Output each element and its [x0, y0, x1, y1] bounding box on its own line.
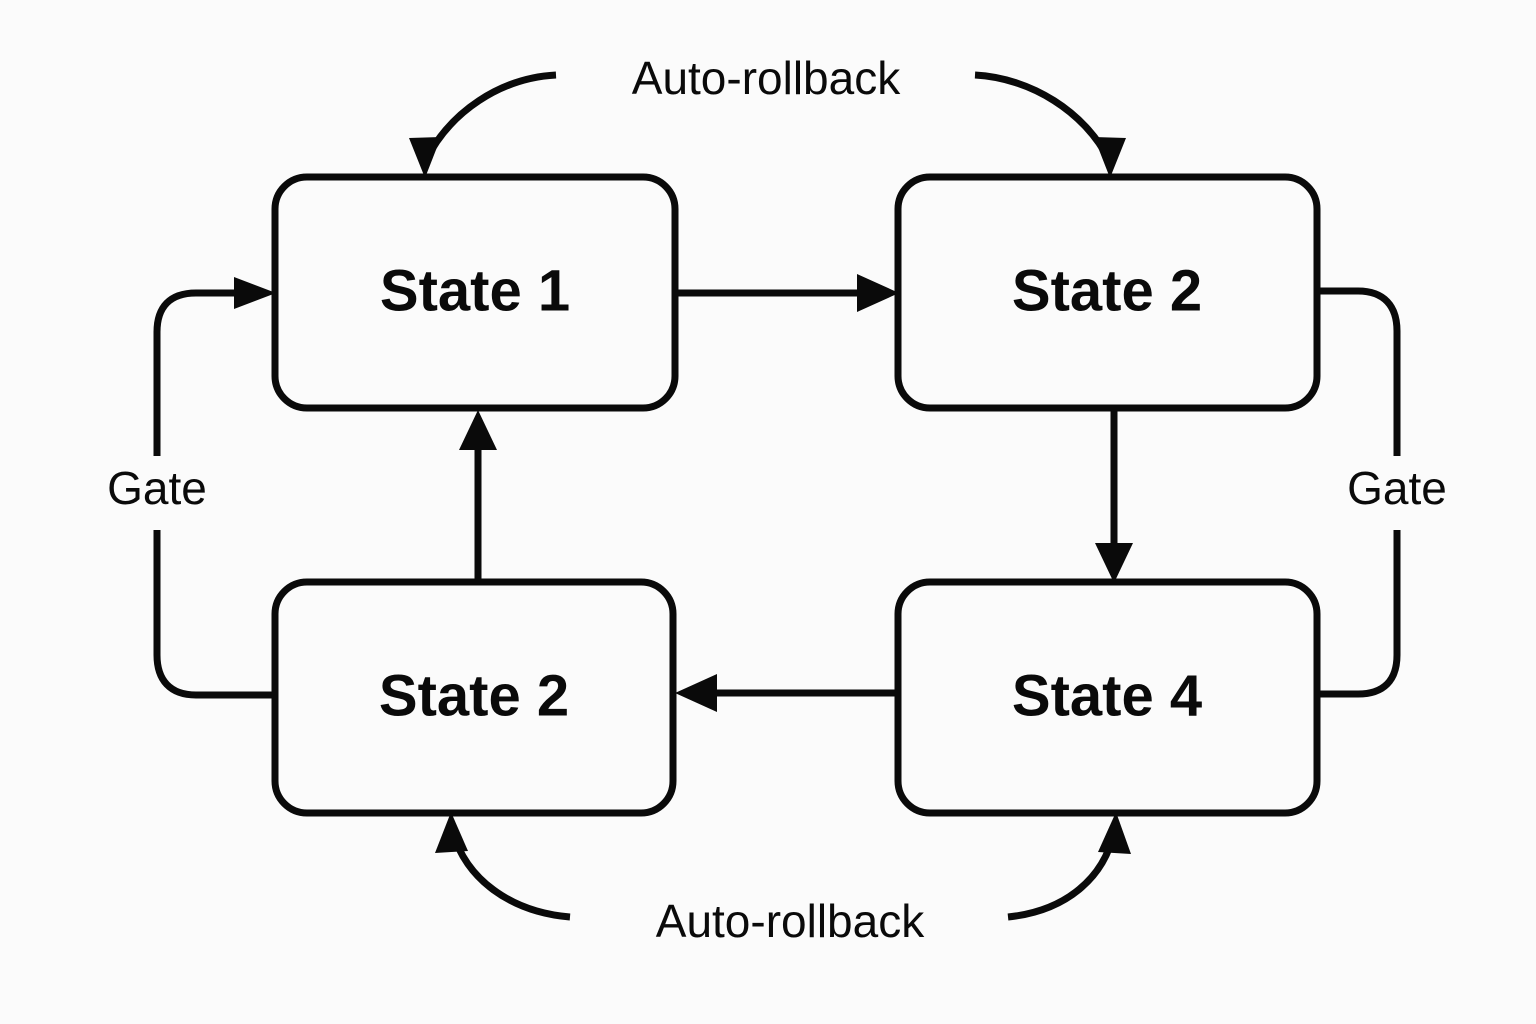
state2bottom-to-state1-arrowhead [459, 410, 497, 450]
auto-rollback-bottom-left-curve [449, 831, 571, 921]
edge-state4-to-state2bottom [675, 674, 898, 712]
state2-to-state4-arrowhead [1095, 543, 1133, 583]
auto-rollback-top-right-arrowhead [1094, 137, 1126, 178]
node-state-2-top[interactable]: State 2 [894, 173, 1321, 412]
gate-left-upper-path [153, 289, 240, 456]
gate-right-lower-path [1317, 530, 1401, 698]
node-state-4[interactable]: State 4 [894, 578, 1321, 817]
edge-state2-to-state4 [1095, 408, 1133, 583]
auto-rollback-top-left-arrowhead [409, 137, 441, 178]
gate-right-upper-path [1317, 287, 1401, 456]
state1-to-state2-arrowhead [857, 274, 899, 312]
auto-rollback-top-right-curve [974, 71, 1113, 162]
node-state-2-bottom[interactable]: State 2 [271, 578, 677, 817]
node-state-1-label: State 1 [380, 258, 570, 323]
edge-label-gate-left: Gate [107, 462, 207, 514]
node-state-1[interactable]: State 1 [271, 173, 679, 412]
node-state-2-top-box[interactable] [894, 173, 1321, 412]
edge-auto-rollback-top: Auto-rollback [409, 52, 1126, 178]
auto-rollback-top-left-curve [422, 71, 557, 162]
edge-auto-rollback-bottom: Auto-rollback [435, 812, 1131, 947]
node-state-4-label: State 4 [1012, 663, 1202, 728]
node-state-1-box[interactable] [271, 173, 679, 412]
node-state-2-top-label: State 2 [1012, 258, 1202, 323]
auto-rollback-bottom-right-curve [1007, 831, 1118, 921]
node-state-4-box[interactable] [894, 578, 1321, 817]
edge-gate-right: Gate [1317, 287, 1447, 698]
edge-state2bottom-to-state1 [459, 410, 497, 582]
auto-rollback-bottom-right-arrowhead [1098, 812, 1131, 854]
edge-gate-left: Gate [107, 277, 276, 699]
gate-left-arrowhead [234, 277, 276, 309]
gate-left-lower-path [153, 530, 275, 699]
edge-label-auto-rollback-bottom: Auto-rollback [656, 895, 925, 947]
edge-label-gate-right: Gate [1347, 462, 1447, 514]
edge-state1-to-state2 [675, 274, 899, 312]
edge-label-auto-rollback-top: Auto-rollback [632, 52, 901, 104]
node-state-2-bottom-box[interactable] [271, 578, 677, 817]
state4-to-state2bottom-arrowhead [675, 674, 717, 712]
node-state-2-bottom-label: State 2 [379, 663, 569, 728]
auto-rollback-bottom-left-arrowhead [435, 812, 468, 853]
